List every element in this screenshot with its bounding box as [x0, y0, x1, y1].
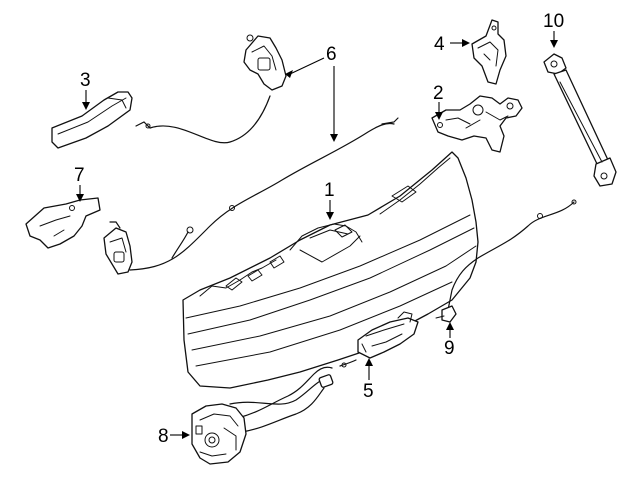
- callout-number-8: 8: [158, 426, 169, 447]
- callout-number-10: 10: [543, 11, 564, 32]
- gas-strut: [543, 53, 617, 187]
- callout-9: 9: [444, 322, 455, 359]
- callout-number-7: 7: [74, 165, 85, 186]
- callout-6: 6: [285, 44, 338, 142]
- callout-number-1: 1: [324, 180, 335, 201]
- callout-3: 3: [80, 70, 91, 110]
- exterior-handle: [51, 91, 133, 149]
- callout-number-9: 9: [444, 338, 455, 359]
- hinge-bracket: [471, 19, 507, 85]
- hinge: [431, 95, 523, 153]
- cable-assembly: [435, 199, 577, 323]
- callout-number-3: 3: [80, 70, 91, 91]
- callout-5: 5: [363, 358, 374, 402]
- release-cable: [103, 34, 399, 275]
- callout-number-5: 5: [363, 381, 374, 402]
- callout-4: 4: [434, 34, 470, 55]
- lock-bracket: [25, 197, 101, 249]
- callout-number-6: 6: [326, 44, 337, 65]
- callout-8: 8: [158, 426, 190, 447]
- callout-2: 2: [433, 83, 444, 120]
- liftgate-panel: [182, 151, 479, 389]
- callout-number-4: 4: [434, 34, 445, 55]
- callout-number-2: 2: [433, 83, 444, 104]
- latch-switch: [357, 311, 419, 359]
- latch-actuator: [191, 359, 357, 465]
- callout-7: 7: [74, 165, 85, 202]
- callout-1: 1: [324, 180, 335, 220]
- callout-10: 10: [543, 11, 564, 48]
